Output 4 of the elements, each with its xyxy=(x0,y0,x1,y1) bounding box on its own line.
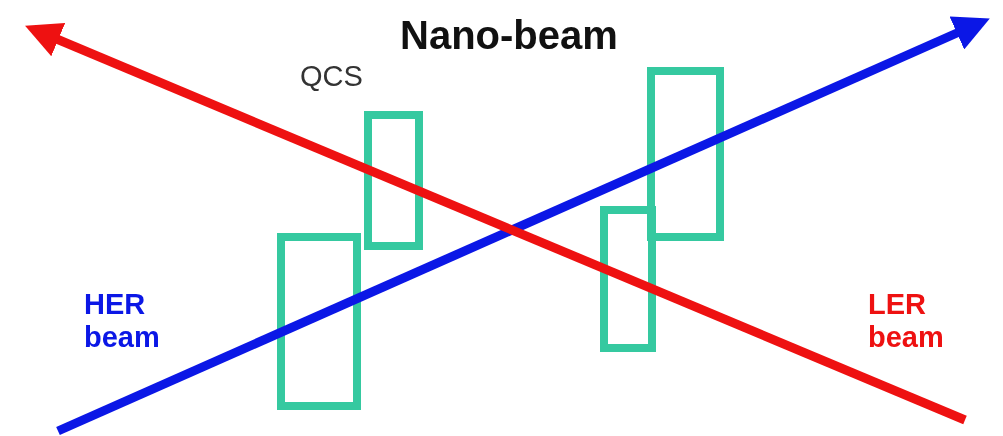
beam-label: HER beam xyxy=(84,288,161,355)
component-label: QCS xyxy=(300,60,363,94)
diagram-title: Nano-beam xyxy=(400,12,618,58)
beam-label: LER beam xyxy=(868,288,945,355)
